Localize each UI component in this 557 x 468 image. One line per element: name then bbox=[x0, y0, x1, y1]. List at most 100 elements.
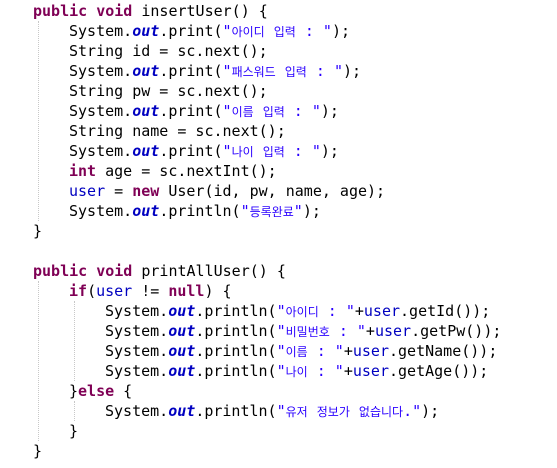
code-token: age = sc.nextInt(); bbox=[96, 162, 277, 180]
indent-guide bbox=[74, 301, 75, 381]
field-token: user bbox=[352, 342, 389, 360]
code-token: System. bbox=[69, 202, 133, 220]
code-token: ) { bbox=[204, 282, 232, 300]
string-token: "나이 : " bbox=[276, 362, 344, 380]
code-line: System.out.println("비밀번호 : "+user.getPw(… bbox=[105, 321, 501, 341]
string-token: "아이디 : " bbox=[276, 302, 355, 320]
code-line: String name = sc.next(); bbox=[69, 121, 286, 141]
code-token: + bbox=[365, 322, 375, 340]
static-field-token: out bbox=[132, 22, 160, 40]
string-token: "이름 입력 : " bbox=[222, 102, 321, 120]
code-token: + bbox=[343, 342, 353, 360]
string-token: "비밀번호 : " bbox=[276, 322, 366, 340]
code-token: } bbox=[33, 442, 43, 460]
string-token: "나이 입력 : " bbox=[222, 142, 321, 160]
indent-guide bbox=[38, 21, 39, 221]
code-token: System. bbox=[105, 342, 169, 360]
code-line: System.out.print("아이디 입력 : "); bbox=[69, 21, 350, 41]
code-token: String id = sc.next(); bbox=[69, 42, 268, 60]
code-token bbox=[87, 2, 96, 20]
indent-guide bbox=[74, 401, 75, 421]
string-token: "아이디 입력 : " bbox=[222, 22, 332, 40]
code-token: } bbox=[69, 382, 79, 400]
code-token: + bbox=[343, 362, 353, 380]
string-token: "등록완료" bbox=[240, 202, 303, 220]
code-line: String id = sc.next(); bbox=[69, 41, 268, 61]
code-token: } bbox=[33, 222, 43, 240]
code-token: ); bbox=[421, 402, 440, 420]
static-field-token: out bbox=[132, 202, 160, 220]
static-field-token: out bbox=[168, 302, 196, 320]
code-token: .print( bbox=[159, 22, 223, 40]
static-field-token: out bbox=[168, 402, 196, 420]
code-token: } bbox=[69, 422, 79, 440]
field-token: user bbox=[96, 282, 133, 300]
code-token: .println( bbox=[195, 302, 277, 320]
static-field-token: out bbox=[168, 342, 196, 360]
code-token: String pw = sc.next(); bbox=[69, 82, 268, 100]
code-line: } bbox=[33, 221, 42, 241]
code-token: .println( bbox=[195, 362, 277, 380]
field-token: user bbox=[363, 302, 401, 320]
static-field-token: out bbox=[132, 62, 160, 80]
code-token: System. bbox=[69, 62, 133, 80]
keyword-token: int bbox=[69, 162, 97, 180]
static-field-token: out bbox=[132, 142, 160, 160]
code-line: public void printAllUser() { bbox=[33, 261, 286, 281]
code-line: System.out.println("아이디 : "+user.getId()… bbox=[105, 301, 490, 321]
keyword-token: void bbox=[96, 2, 133, 20]
code-token: ); bbox=[342, 62, 362, 80]
keyword-token: null bbox=[168, 282, 205, 300]
field-token: user bbox=[352, 362, 389, 380]
string-token: "유저 정보가 없습니다." bbox=[276, 402, 422, 420]
code-token: .println( bbox=[159, 202, 241, 220]
code-token: printAllUser() { bbox=[132, 262, 286, 280]
code-line: String pw = sc.next(); bbox=[69, 81, 268, 101]
code-line: }else { bbox=[69, 381, 132, 401]
code-token: { bbox=[114, 382, 133, 400]
keyword-token: new bbox=[132, 182, 160, 200]
code-line: user = new User(id, pw, name, age); bbox=[69, 181, 385, 201]
code-token bbox=[87, 262, 96, 280]
code-line: } bbox=[33, 441, 42, 461]
code-line: System.out.println("유저 정보가 없습니다."); bbox=[105, 401, 439, 421]
code-token: != bbox=[132, 282, 169, 300]
code-token: System. bbox=[69, 102, 133, 120]
static-field-token: out bbox=[168, 362, 196, 380]
code-token: .println( bbox=[195, 322, 277, 340]
keyword-token: void bbox=[96, 262, 133, 280]
code-line: System.out.println("나이 : "+user.getAge()… bbox=[105, 361, 488, 381]
keyword-token: public bbox=[33, 2, 88, 20]
code-token: .println( bbox=[195, 402, 277, 420]
code-line: } bbox=[69, 421, 78, 441]
code-token: User(id, pw, name, age); bbox=[159, 182, 386, 200]
code-line: System.out.println("등록완료"); bbox=[69, 201, 321, 221]
string-token: "패스워드 입력 : " bbox=[222, 62, 343, 80]
code-token: ); bbox=[302, 202, 321, 220]
code-line: public void insertUser() { bbox=[33, 1, 268, 21]
string-token: "이름 : " bbox=[276, 342, 344, 360]
code-token: = bbox=[105, 182, 133, 200]
code-token: .println( bbox=[195, 342, 277, 360]
code-token: System. bbox=[105, 322, 169, 340]
code-token: ); bbox=[320, 102, 339, 120]
code-token: System. bbox=[105, 362, 169, 380]
code-line: System.out.print("나이 입력 : "); bbox=[69, 141, 339, 161]
static-field-token: out bbox=[132, 102, 160, 120]
field-token: user bbox=[374, 322, 412, 340]
code-line: if(user != null) { bbox=[69, 281, 232, 301]
code-line: int age = sc.nextInt(); bbox=[69, 161, 277, 181]
code-line: System.out.println("이름 : "+user.getName(… bbox=[105, 341, 497, 361]
code-token: System. bbox=[105, 302, 169, 320]
code-token: ); bbox=[331, 22, 350, 40]
code-token: insertUser() { bbox=[132, 2, 268, 20]
code-token: String name = sc.next(); bbox=[69, 122, 286, 140]
code-token: System. bbox=[105, 402, 169, 420]
code-token: .print( bbox=[159, 142, 223, 160]
code-token: System. bbox=[69, 142, 133, 160]
keyword-token: public bbox=[33, 262, 88, 280]
code-token: .print( bbox=[159, 102, 223, 120]
code-line: System.out.print("패스워드 입력 : "); bbox=[69, 61, 361, 81]
code-token: .getId()); bbox=[400, 302, 491, 320]
